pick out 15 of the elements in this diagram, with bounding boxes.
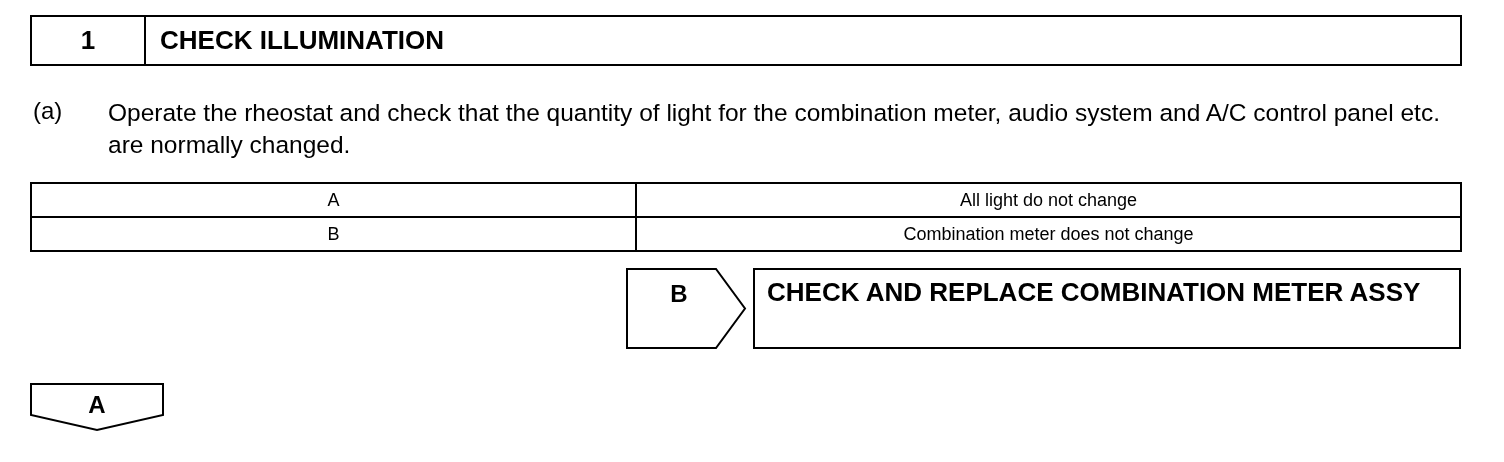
action-box xyxy=(753,268,1461,349)
tab-label: A xyxy=(88,391,106,419)
condition-cell: All light do not change xyxy=(637,184,1462,218)
result-cell: A xyxy=(32,184,637,218)
step-header xyxy=(30,15,1462,66)
condition-cell: Combination meter does not change xyxy=(637,218,1462,252)
tab-label: B xyxy=(670,279,688,308)
result-cell: B xyxy=(32,218,637,252)
instruction-text: Operate the rheostat and check that the quantity of light for the combination meter, audio system and A/C control panel etc. are normally changed. xyxy=(108,98,1441,160)
result-tab-down xyxy=(30,383,164,432)
step-marker: (a) xyxy=(33,97,63,125)
step-title: CHECK ILLUMINATION xyxy=(159,24,445,57)
action-text: CHECK AND REPLACE COMBINATION METER ASSY xyxy=(767,278,1422,307)
step-number: 1 xyxy=(32,17,146,64)
result-tab-right xyxy=(626,268,747,349)
